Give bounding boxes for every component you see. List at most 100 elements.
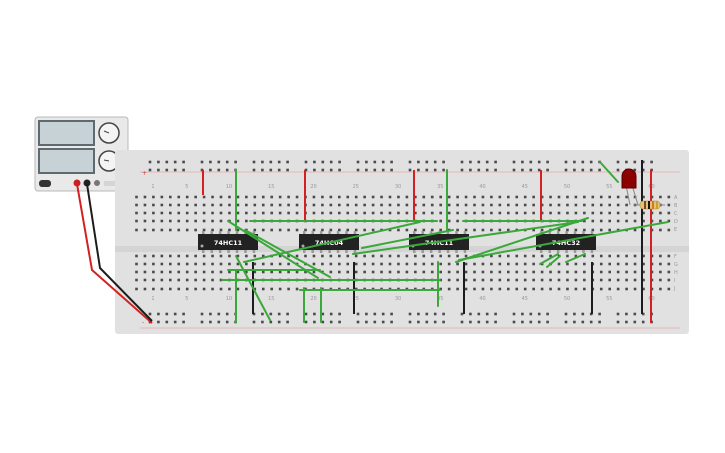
breadboard-hole bbox=[532, 195, 535, 199]
breadboard-hole bbox=[143, 278, 147, 282]
svg-text:I: I bbox=[674, 278, 675, 284]
breadboard-hole bbox=[354, 203, 358, 207]
breadboard-hole bbox=[177, 254, 181, 258]
breadboard-hole bbox=[633, 262, 637, 266]
breadboard-hole bbox=[599, 203, 603, 207]
breadboard-hole bbox=[523, 270, 527, 274]
power-switch[interactable] bbox=[39, 180, 51, 187]
breadboard-hole bbox=[211, 270, 214, 274]
breadboard-hole bbox=[581, 320, 585, 324]
breadboard-hole bbox=[507, 254, 510, 258]
chip-pin bbox=[319, 250, 323, 253]
breadboard-hole bbox=[338, 312, 341, 316]
breadboard-hole bbox=[608, 195, 611, 199]
breadboard-hole bbox=[253, 195, 257, 199]
breadboard-hole bbox=[414, 228, 417, 232]
breadboard-hole bbox=[599, 254, 603, 258]
breadboard-hole bbox=[464, 203, 468, 207]
breadboard-hole bbox=[447, 287, 451, 291]
breadboard-hole bbox=[574, 211, 578, 215]
breadboard-hole bbox=[481, 287, 485, 291]
chip-pin bbox=[421, 250, 424, 253]
breadboard-hole bbox=[217, 160, 221, 164]
breadboard-hole bbox=[566, 262, 569, 266]
green-wire bbox=[235, 255, 271, 321]
breadboard-hole bbox=[599, 270, 603, 274]
breadboard-hole bbox=[346, 270, 350, 274]
breadboard-hole bbox=[225, 168, 229, 172]
breadboard-hole bbox=[365, 320, 368, 324]
column-number: 15 bbox=[268, 184, 274, 190]
chip-pin bbox=[244, 250, 247, 253]
signal-wires[interactable] bbox=[221, 161, 669, 323]
power-supply[interactable] bbox=[34, 116, 129, 192]
breadboard-hole bbox=[177, 278, 181, 282]
breadboard-hole bbox=[269, 320, 273, 324]
breadboard-hole bbox=[498, 270, 502, 274]
breadboard-hole bbox=[329, 312, 333, 316]
breadboard-hole bbox=[642, 195, 645, 199]
green-wire bbox=[458, 221, 669, 261]
breadboard-hole bbox=[278, 287, 282, 291]
breadboard-hole bbox=[439, 270, 442, 274]
breadboard-hole bbox=[354, 195, 358, 199]
breadboard-hole bbox=[261, 211, 265, 215]
breadboard-hole bbox=[312, 254, 316, 258]
breadboard-hole bbox=[667, 270, 671, 274]
breadboard-hole bbox=[573, 168, 576, 172]
breadboard-hole bbox=[177, 203, 181, 207]
breadboard-hole bbox=[338, 320, 341, 324]
breadboard-hole bbox=[365, 312, 368, 316]
breadboard-hole bbox=[422, 270, 426, 274]
breadboard-hole bbox=[460, 320, 464, 324]
breadboard-hole bbox=[219, 270, 223, 274]
breadboard-hole bbox=[515, 195, 519, 199]
breadboard-hole bbox=[388, 262, 392, 266]
breadboard-hole bbox=[659, 262, 662, 266]
breadboard-hole bbox=[642, 211, 645, 215]
breadboard-hole bbox=[321, 254, 324, 258]
resistor[interactable] bbox=[634, 200, 665, 210]
breadboard-hole bbox=[304, 254, 307, 258]
negative-terminal[interactable] bbox=[83, 179, 91, 187]
breadboard-hole bbox=[270, 195, 273, 199]
breadboard-hole bbox=[439, 262, 442, 266]
breadboard-hole bbox=[152, 203, 155, 207]
breadboard-hole bbox=[354, 262, 358, 266]
breadboard-hole bbox=[194, 203, 197, 207]
breadboard-hole bbox=[667, 195, 671, 199]
breadboard-holes[interactable] bbox=[135, 160, 671, 324]
breadboard-hole bbox=[160, 270, 164, 274]
breadboard-hole bbox=[447, 203, 451, 207]
breadboard-hole bbox=[494, 160, 497, 164]
breadboard-hole bbox=[236, 211, 240, 215]
breadboard-hole bbox=[583, 195, 586, 199]
breadboard-hole bbox=[261, 160, 264, 164]
breadboard-hole bbox=[557, 195, 561, 199]
breadboard-hole bbox=[194, 219, 197, 223]
breadboard-hole bbox=[529, 168, 533, 172]
ground-terminal[interactable] bbox=[94, 180, 100, 186]
breadboard-hole bbox=[143, 211, 147, 215]
breadboard-hole bbox=[433, 168, 437, 172]
breadboard-hole bbox=[245, 203, 248, 207]
breadboard-hole bbox=[439, 195, 442, 199]
breadboard-hole bbox=[490, 270, 493, 274]
led[interactable] bbox=[621, 168, 639, 206]
chip-u1[interactable]: 74HC11 bbox=[198, 234, 258, 250]
breadboard-hole bbox=[498, 195, 502, 199]
chip-pin bbox=[438, 250, 441, 253]
breadboard-hole bbox=[157, 320, 160, 324]
chip-pin bbox=[455, 231, 458, 234]
positive-terminal[interactable] bbox=[73, 179, 81, 187]
breadboard-hole bbox=[566, 278, 569, 282]
breadboard-hole bbox=[329, 320, 333, 324]
breadboard-hole bbox=[625, 219, 628, 223]
breadboard-hole bbox=[667, 219, 671, 223]
breadboard-hole bbox=[599, 287, 603, 291]
breadboard-hole bbox=[417, 160, 420, 164]
power-leads[interactable] bbox=[76, 183, 153, 324]
breadboard-hole bbox=[252, 168, 256, 172]
breadboard-hole bbox=[169, 203, 172, 207]
breadboard-hole bbox=[642, 219, 645, 223]
